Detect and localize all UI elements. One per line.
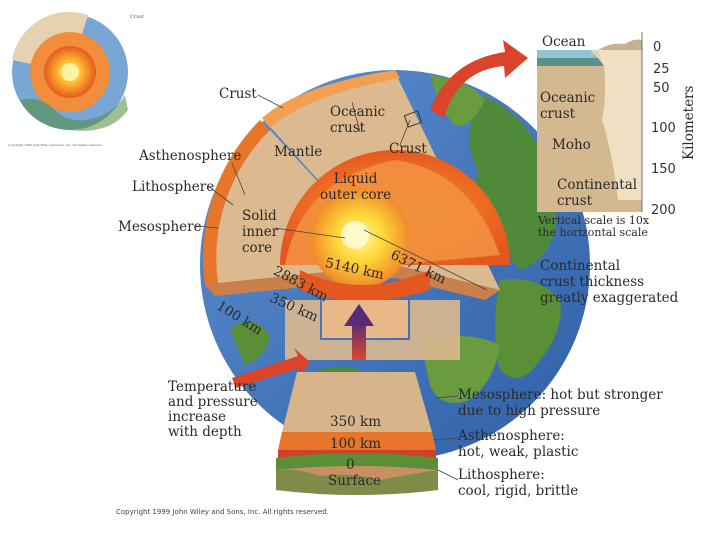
crust-panel-continental-crust: Continental crust (557, 177, 638, 209)
depth-note: Temperature and pressure increase with d… (168, 379, 258, 440)
crust-panel-moho: Moho (552, 137, 591, 153)
label-crust-right: Crust (389, 141, 427, 157)
label-mantle: Mantle (274, 144, 323, 160)
depth-column (276, 372, 438, 495)
label-crust: Crust (219, 86, 257, 102)
label-mesosphere: Mesosphere (118, 219, 202, 235)
detail-box (403, 110, 423, 128)
crust-panel-scale-note: Vertical scale is 10x the horizontal sca… (538, 214, 650, 239)
column-surface: Surface (328, 473, 381, 489)
continental-note: Continental crust thickness greatly exag… (540, 258, 679, 306)
tick-25: 25 (653, 62, 670, 77)
label-lithosphere: Lithosphere (132, 179, 215, 195)
label-asthenosphere: Asthenosphere (139, 148, 242, 164)
crust-panel-oceanic-crust: Oceanic crust (540, 90, 596, 122)
column-arrow (232, 348, 310, 388)
copyright: Copyright 1999 John Wiley and Sons, Inc.… (116, 508, 329, 516)
column-350: 350 km (330, 414, 382, 430)
inset-caption: Copyright 1999 John Wiley and Sons, Inc.… (8, 143, 102, 147)
label-liquid-outer-core: Liquid outer core (320, 171, 392, 203)
rising-arrow (344, 304, 374, 360)
column-100: 100 km (330, 436, 382, 452)
layer-lithosphere: Lithosphere: cool, rigid, brittle (458, 467, 579, 499)
label-oceanic-crust: Oceanic crust (330, 104, 386, 136)
layer-mesosphere: Mesosphere: hot but stronger due to high… (458, 387, 663, 419)
inset-crust-label: Crust (130, 14, 145, 20)
tick-150: 150 (651, 162, 676, 177)
tick-50: 50 (653, 81, 670, 96)
column-0: 0 (346, 457, 355, 473)
zoom-arrow (430, 40, 528, 118)
tick-100: 100 (651, 121, 676, 136)
crust-panel (537, 32, 643, 212)
label-solid-inner-core: Solid inner core (242, 208, 279, 256)
tick-0: 0 (653, 40, 662, 55)
layer-asthenosphere: Asthenosphere: hot, weak, plastic (458, 428, 579, 460)
crust-panel-ocean: Ocean (542, 34, 586, 50)
tick-200: 200 (651, 203, 676, 218)
crust-panel-axis-label: Kilometers (681, 85, 697, 160)
inset-globe (12, 11, 128, 131)
